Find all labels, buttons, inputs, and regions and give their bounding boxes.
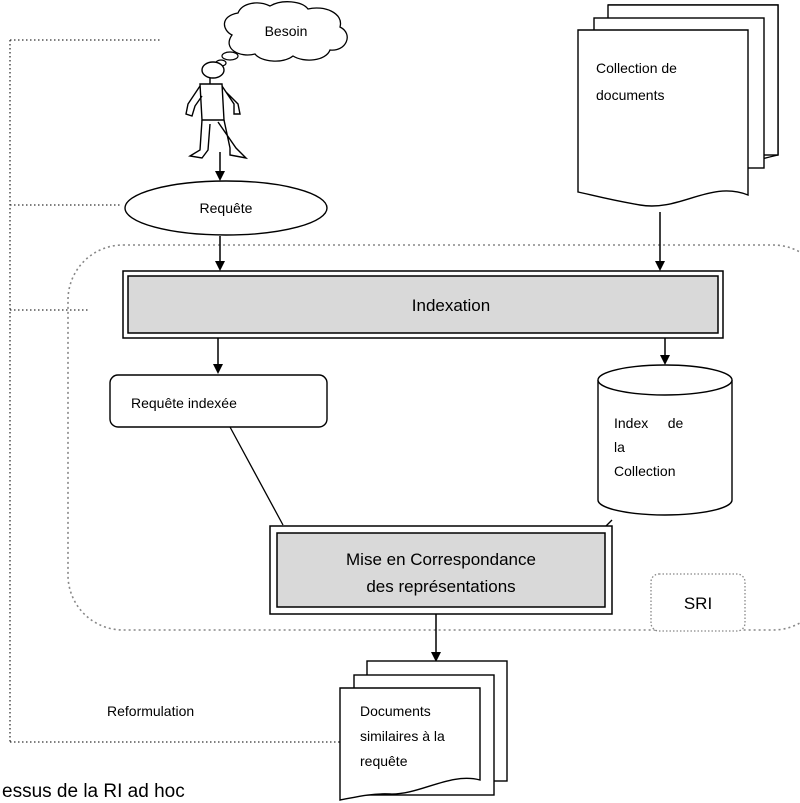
sri-system-boundary xyxy=(67,244,800,631)
document-collection: Collection de documents xyxy=(577,4,779,207)
figure-caption: essus de la RI ad hoc xyxy=(2,781,185,802)
result-documents: Documents similaires à la requête xyxy=(339,660,508,801)
results-label-line3: requête xyxy=(360,753,408,769)
indexing-label: Indexation xyxy=(412,296,490,315)
line-indexed-query-to-matching xyxy=(229,426,284,526)
collection-label-line1: Collection de xyxy=(596,60,677,76)
matching-label-line1: Mise en Correspondance xyxy=(346,550,536,569)
matching-label-line2: des représentations xyxy=(366,577,515,596)
index-label-line1: Index de xyxy=(614,415,683,431)
collection-label-line2: documents xyxy=(596,87,664,103)
matching-box: Mise en Correspondance des représentatio… xyxy=(269,525,613,615)
need-label: Besoin xyxy=(265,23,308,39)
need-cloud: Besoin xyxy=(215,1,348,67)
reformulation-feedback-lines xyxy=(9,39,345,743)
query-label: Requête xyxy=(200,200,253,216)
reformulation-label: Reformulation xyxy=(107,703,194,719)
indexed-query-box: Requête indexée xyxy=(109,374,328,428)
sri-label-box: SRI xyxy=(650,573,746,632)
indexed-query-label: Requête indexée xyxy=(131,395,237,411)
sri-label: SRI xyxy=(684,594,712,613)
index-label-line3: Collection xyxy=(614,463,675,479)
index-database-cylinder: Index de la Collection xyxy=(597,364,733,516)
query-node: Requête xyxy=(124,180,328,236)
index-label-line2: la xyxy=(614,439,625,455)
user-figure-icon xyxy=(185,61,249,160)
results-label-line1: Documents xyxy=(360,703,431,719)
results-label-line2: similaires à la xyxy=(360,728,445,744)
indexing-box: Indexation xyxy=(122,270,724,339)
